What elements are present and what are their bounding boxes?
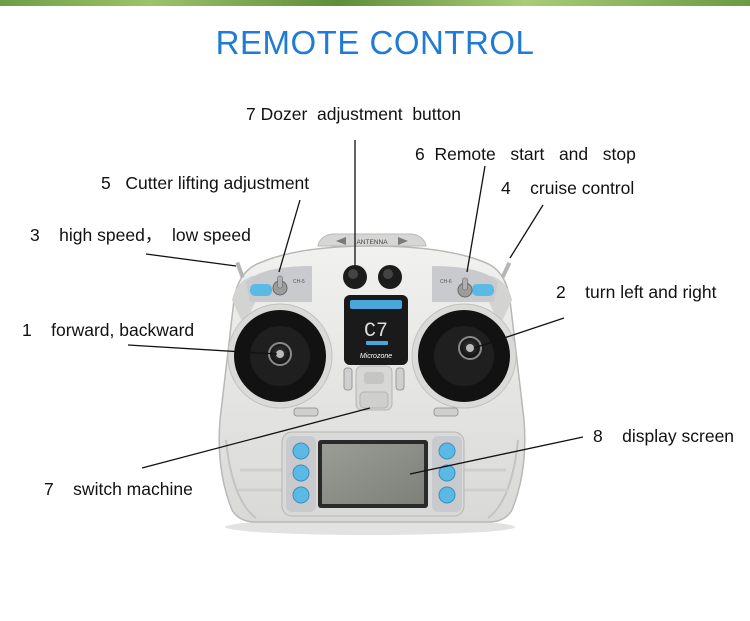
power-switch[interactable] bbox=[355, 365, 393, 411]
label-turn: 2 turn left and right bbox=[556, 282, 717, 302]
label-display-screen: 8 display screen bbox=[593, 426, 735, 446]
grass-strip bbox=[0, 0, 750, 6]
remote-start-toggle-switch[interactable] bbox=[457, 277, 473, 298]
trim-sliders[interactable] bbox=[293, 367, 459, 417]
svg-text:CH-6: CH-6 bbox=[440, 279, 452, 285]
svg-text:CH-5: CH-5 bbox=[293, 279, 305, 285]
right-nav-buttons[interactable] bbox=[438, 442, 456, 504]
cutter-switch[interactable] bbox=[235, 261, 245, 279]
label-remote-start-stop: 6 Remote start and stop bbox=[415, 144, 636, 164]
label-forward-backward: 1 forward, backward bbox=[22, 320, 195, 340]
page-title: REMOTE CONTROL bbox=[215, 24, 535, 61]
speed-callout-line bbox=[145, 253, 237, 267]
display-callout-line bbox=[409, 436, 584, 475]
display-screen bbox=[318, 440, 428, 508]
speed-toggle-switch[interactable] bbox=[272, 275, 288, 296]
label-cutter-lifting: 5 Cutter lifting adjustment bbox=[101, 173, 310, 193]
turn-callout-line bbox=[473, 317, 565, 349]
left-menu-buttons[interactable] bbox=[292, 442, 310, 504]
callout-lines bbox=[127, 140, 584, 475]
switch-callout-line bbox=[141, 407, 371, 469]
cutter-callout-line bbox=[278, 199, 301, 273]
dozer-adjustment-knobs[interactable] bbox=[343, 265, 402, 289]
model-panel: C7 Microzone bbox=[344, 295, 408, 365]
label-switch-machine: 7 switch machine bbox=[44, 479, 193, 499]
left-joystick[interactable] bbox=[268, 342, 292, 366]
table-shadow bbox=[225, 519, 515, 535]
right-joystick[interactable] bbox=[458, 336, 482, 360]
antenna-bar: ANTENNA bbox=[317, 233, 427, 247]
cruise-callout-line bbox=[509, 204, 544, 259]
brand-label: Microzone bbox=[360, 353, 392, 360]
antenna-label: ANTENNA bbox=[356, 239, 388, 246]
label-dozer-adjustment: 7 Dozer adjustment button bbox=[246, 104, 461, 124]
forward-callout-line bbox=[127, 344, 278, 355]
remote-start-callout-line bbox=[466, 165, 486, 273]
label-cruise-control: 4 cruise control bbox=[501, 178, 635, 198]
cruise-switch[interactable] bbox=[500, 261, 512, 279]
model-label: C7 bbox=[364, 320, 388, 343]
label-speed: 3 high speed， low speed bbox=[30, 225, 251, 245]
